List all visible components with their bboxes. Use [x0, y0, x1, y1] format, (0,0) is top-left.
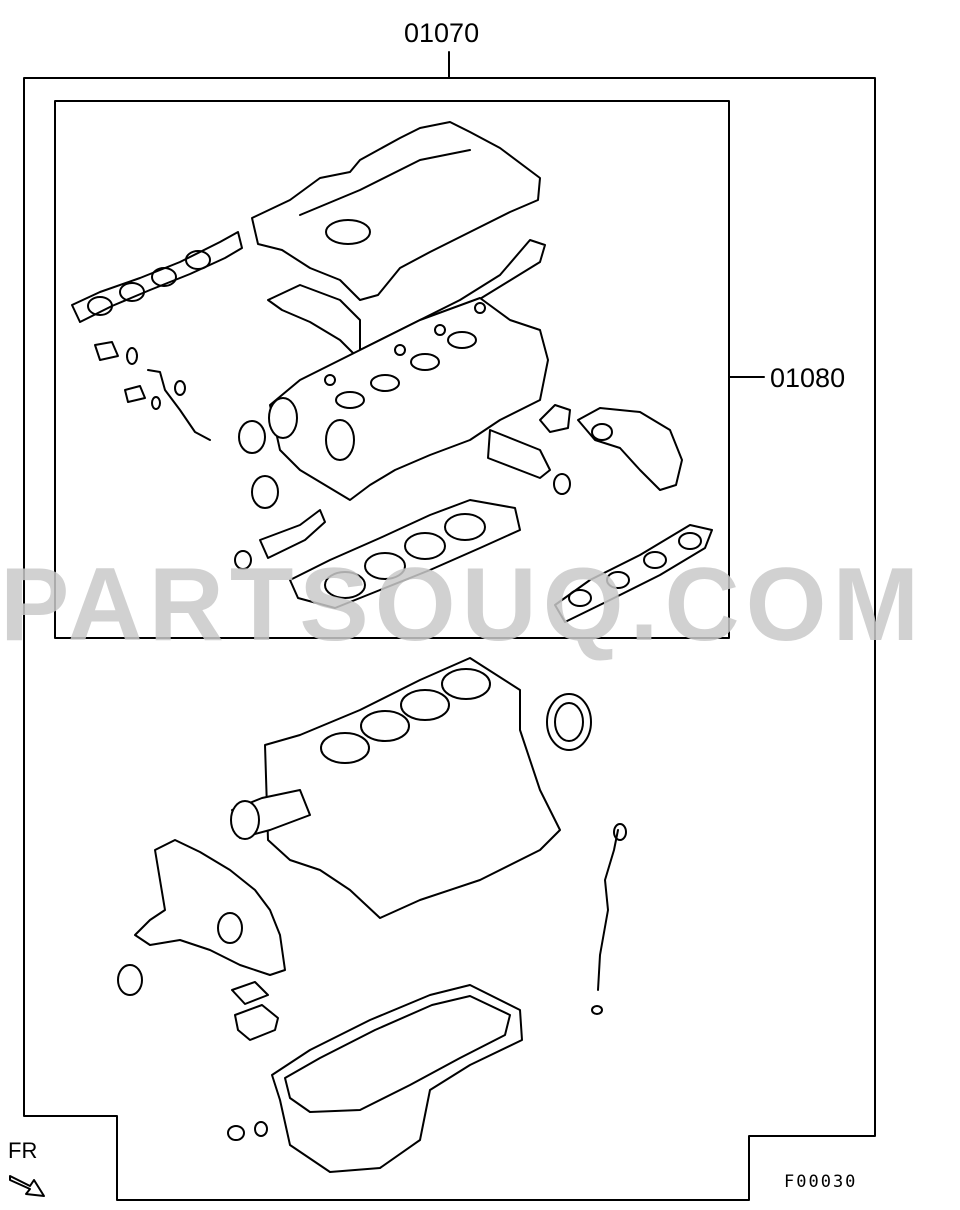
water-outlet-port [591, 423, 613, 441]
oring-6 [591, 1005, 603, 1015]
inner-kit-frame [54, 100, 730, 639]
front-arrow-icon [9, 1175, 45, 1197]
oil-seal-1 [238, 420, 266, 454]
cylinder-head-gasket [289, 499, 521, 609]
plug-2 [394, 344, 406, 356]
oring-3 [174, 380, 186, 396]
front-oil-seal [117, 964, 143, 996]
valve-cover-oil-cap [325, 219, 371, 245]
exhaust-port-4 [678, 532, 702, 550]
valve-cover-gasket [267, 239, 546, 361]
block-bore-4 [441, 668, 491, 700]
dipstick-tube [597, 829, 619, 991]
timing-cover [134, 839, 286, 976]
gasket-bore-4 [444, 513, 486, 541]
thermostat-gasket [539, 404, 571, 433]
block-bore-2 [360, 710, 410, 742]
watermark: PARTSOUQ.COM [0, 547, 926, 663]
direction-label: FR [8, 1138, 38, 1163]
gasket-bore-1 [324, 571, 366, 599]
exhaust-port-1 [568, 589, 592, 607]
block-bore-3 [400, 689, 450, 721]
outer-kit-frame [23, 77, 876, 1201]
oil-pan [271, 984, 523, 1173]
rear-oil-seal [546, 693, 592, 751]
inner-kit-label[interactable]: 01080 [770, 363, 846, 393]
drain-plug-washer [254, 1121, 268, 1137]
oring-5 [234, 550, 252, 570]
plug-4 [474, 302, 486, 314]
exhaust-port-3 [643, 551, 667, 569]
gasket-bore-2 [364, 552, 406, 580]
intake-manifold-gasket [71, 231, 243, 323]
figure-code: F00030 [784, 1172, 858, 1192]
valve-cover [251, 121, 541, 301]
valve-stem-seal-2 [370, 374, 400, 392]
oil-seal-2 [251, 475, 279, 509]
intake-port-4 [185, 250, 211, 270]
oil-strainer [234, 1004, 279, 1041]
camshaft-seal-1 [268, 397, 298, 439]
water-outlet [577, 407, 683, 491]
rear-oil-seal-inner [554, 702, 584, 742]
oil-pipe [147, 369, 211, 441]
oring-1 [126, 347, 138, 365]
cylinder-block [264, 657, 561, 919]
block-bore-1 [320, 732, 370, 764]
dipstick-handle [613, 823, 627, 841]
valve-stem-seal-1 [335, 391, 365, 409]
cylinder-head [269, 297, 549, 501]
plug-3 [434, 324, 446, 336]
plug-1 [324, 374, 336, 386]
crankshaft-hole [217, 912, 243, 944]
oring-4 [553, 473, 571, 495]
bolt-1 [94, 341, 119, 361]
intake-port-2 [119, 282, 145, 302]
water-inlet-end [230, 800, 260, 840]
valve-stem-seal-4 [447, 331, 477, 349]
gasket-bore-3 [404, 532, 446, 560]
water-pipe-left [259, 509, 326, 559]
outer-kit-label[interactable]: 01070 [404, 18, 480, 48]
oil-pan-gasket [284, 995, 511, 1113]
intake-port-3 [151, 267, 177, 287]
exhaust-manifold-gasket [554, 524, 713, 623]
drain-plug [227, 1125, 245, 1141]
oring-2 [151, 396, 161, 410]
oil-strainer-gasket [231, 981, 269, 1005]
bolt-2 [124, 385, 146, 403]
camshaft-seal-2 [325, 419, 355, 461]
water-pipe-right [487, 429, 551, 479]
valve-cover-ridge [299, 149, 471, 216]
exhaust-port-2 [606, 571, 630, 589]
valve-stem-seal-3 [410, 353, 440, 371]
intake-port-1 [87, 296, 113, 316]
